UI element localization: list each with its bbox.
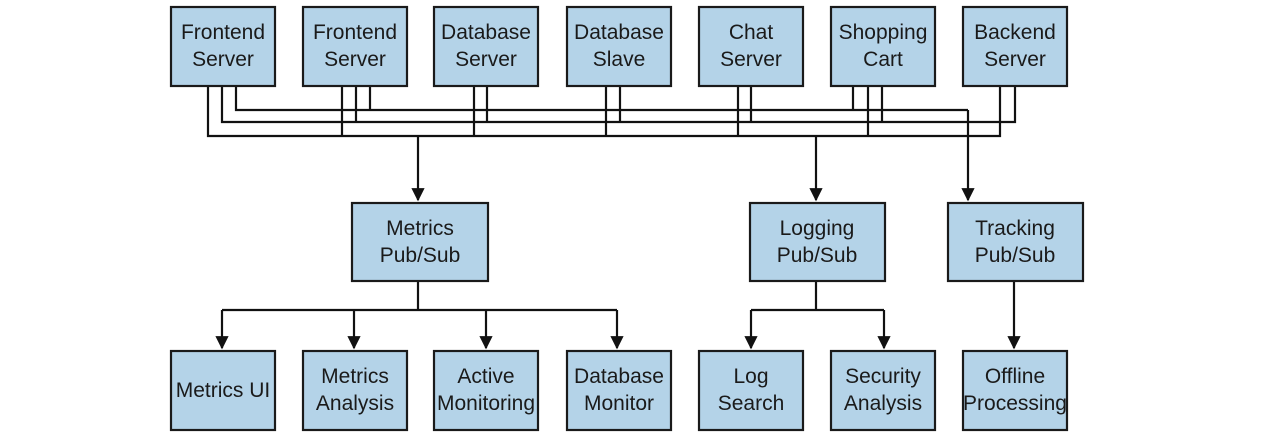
node-label-line-1: Active bbox=[457, 365, 514, 388]
node-label-line-2: Server bbox=[720, 48, 782, 71]
node-label-line-1: Frontend bbox=[181, 21, 265, 44]
node-metrics-pubsub: Metrics Pub/Sub bbox=[350, 201, 490, 283]
node-label-line-2: Slave bbox=[593, 48, 646, 71]
node-frontend-server-1: Frontend Server bbox=[169, 5, 277, 88]
node-label-line-1: Log bbox=[733, 365, 768, 388]
node-label-line-1: Database bbox=[441, 21, 531, 44]
node-label-line-1: Offline bbox=[985, 365, 1045, 388]
node-label-line-1: Security bbox=[845, 365, 921, 388]
node-log-search: Log Search bbox=[697, 349, 805, 432]
node-label-line-1: Metrics UI bbox=[176, 379, 271, 402]
tracking-bus bbox=[234, 86, 968, 112]
node-tracking-pubsub: Tracking Pub/Sub bbox=[946, 201, 1085, 283]
node-label-line-2: Search bbox=[718, 392, 785, 415]
node-label-line-2: Pub/Sub bbox=[975, 244, 1056, 267]
node-label-line-1: Database bbox=[574, 365, 664, 388]
node-chat-server: Chat Server bbox=[697, 5, 805, 88]
node-logging-pubsub: Logging Pub/Sub bbox=[748, 201, 887, 283]
node-label-line-2: Monitoring bbox=[437, 392, 535, 415]
node-database-slave: Database Slave bbox=[565, 5, 673, 88]
node-label-line-1: Chat bbox=[729, 21, 774, 44]
node-label-line-2: Server bbox=[192, 48, 254, 71]
consumer-wiring bbox=[215, 281, 1021, 350]
node-label-line-2: Analysis bbox=[316, 392, 394, 415]
node-label-line-1: Metrics bbox=[321, 365, 389, 388]
node-label-line-2: Pub/Sub bbox=[380, 244, 461, 267]
node-label-line-1: Frontend bbox=[313, 21, 397, 44]
logging-bus bbox=[220, 86, 1017, 124]
node-database-monitor: Database Monitor bbox=[565, 349, 673, 432]
metrics-fanout bbox=[222, 281, 617, 312]
node-label-line-1: Database bbox=[574, 21, 664, 44]
node-label-line-2: Monitor bbox=[584, 392, 654, 415]
node-label-line-1: Metrics bbox=[386, 217, 454, 240]
source-wiring bbox=[206, 86, 1017, 202]
node-backend-server: Backend Server bbox=[961, 5, 1069, 88]
node-offline-processing: Offline Processing bbox=[961, 349, 1069, 432]
node-label-line-2: Server bbox=[324, 48, 386, 71]
node-label-line-1: Logging bbox=[780, 217, 855, 240]
node-label-line-2: Analysis bbox=[844, 392, 922, 415]
node-label-line-1: Shopping bbox=[839, 21, 928, 44]
node-metrics-ui: Metrics UI bbox=[169, 349, 277, 432]
node-metrics-analysis: Metrics Analysis bbox=[301, 349, 409, 432]
node-shopping-cart: Shopping Cart bbox=[829, 5, 937, 88]
node-database-server: Database Server bbox=[432, 5, 540, 88]
node-security-analysis: Security Analysis bbox=[829, 349, 937, 432]
logging-fanout bbox=[751, 281, 884, 312]
node-label-line-2: Server bbox=[984, 48, 1046, 71]
node-label-line-2: Server bbox=[455, 48, 517, 71]
node-active-monitoring: Active Monitoring bbox=[432, 349, 540, 432]
node-label-line-2: Processing bbox=[963, 392, 1067, 415]
node-label-line-2: Cart bbox=[863, 48, 903, 71]
node-label-line-2: Pub/Sub bbox=[777, 244, 858, 267]
node-frontend-server-2: Frontend Server bbox=[301, 5, 409, 88]
node-label-line-1: Tracking bbox=[975, 217, 1055, 240]
node-label-line-1: Backend bbox=[974, 21, 1056, 44]
